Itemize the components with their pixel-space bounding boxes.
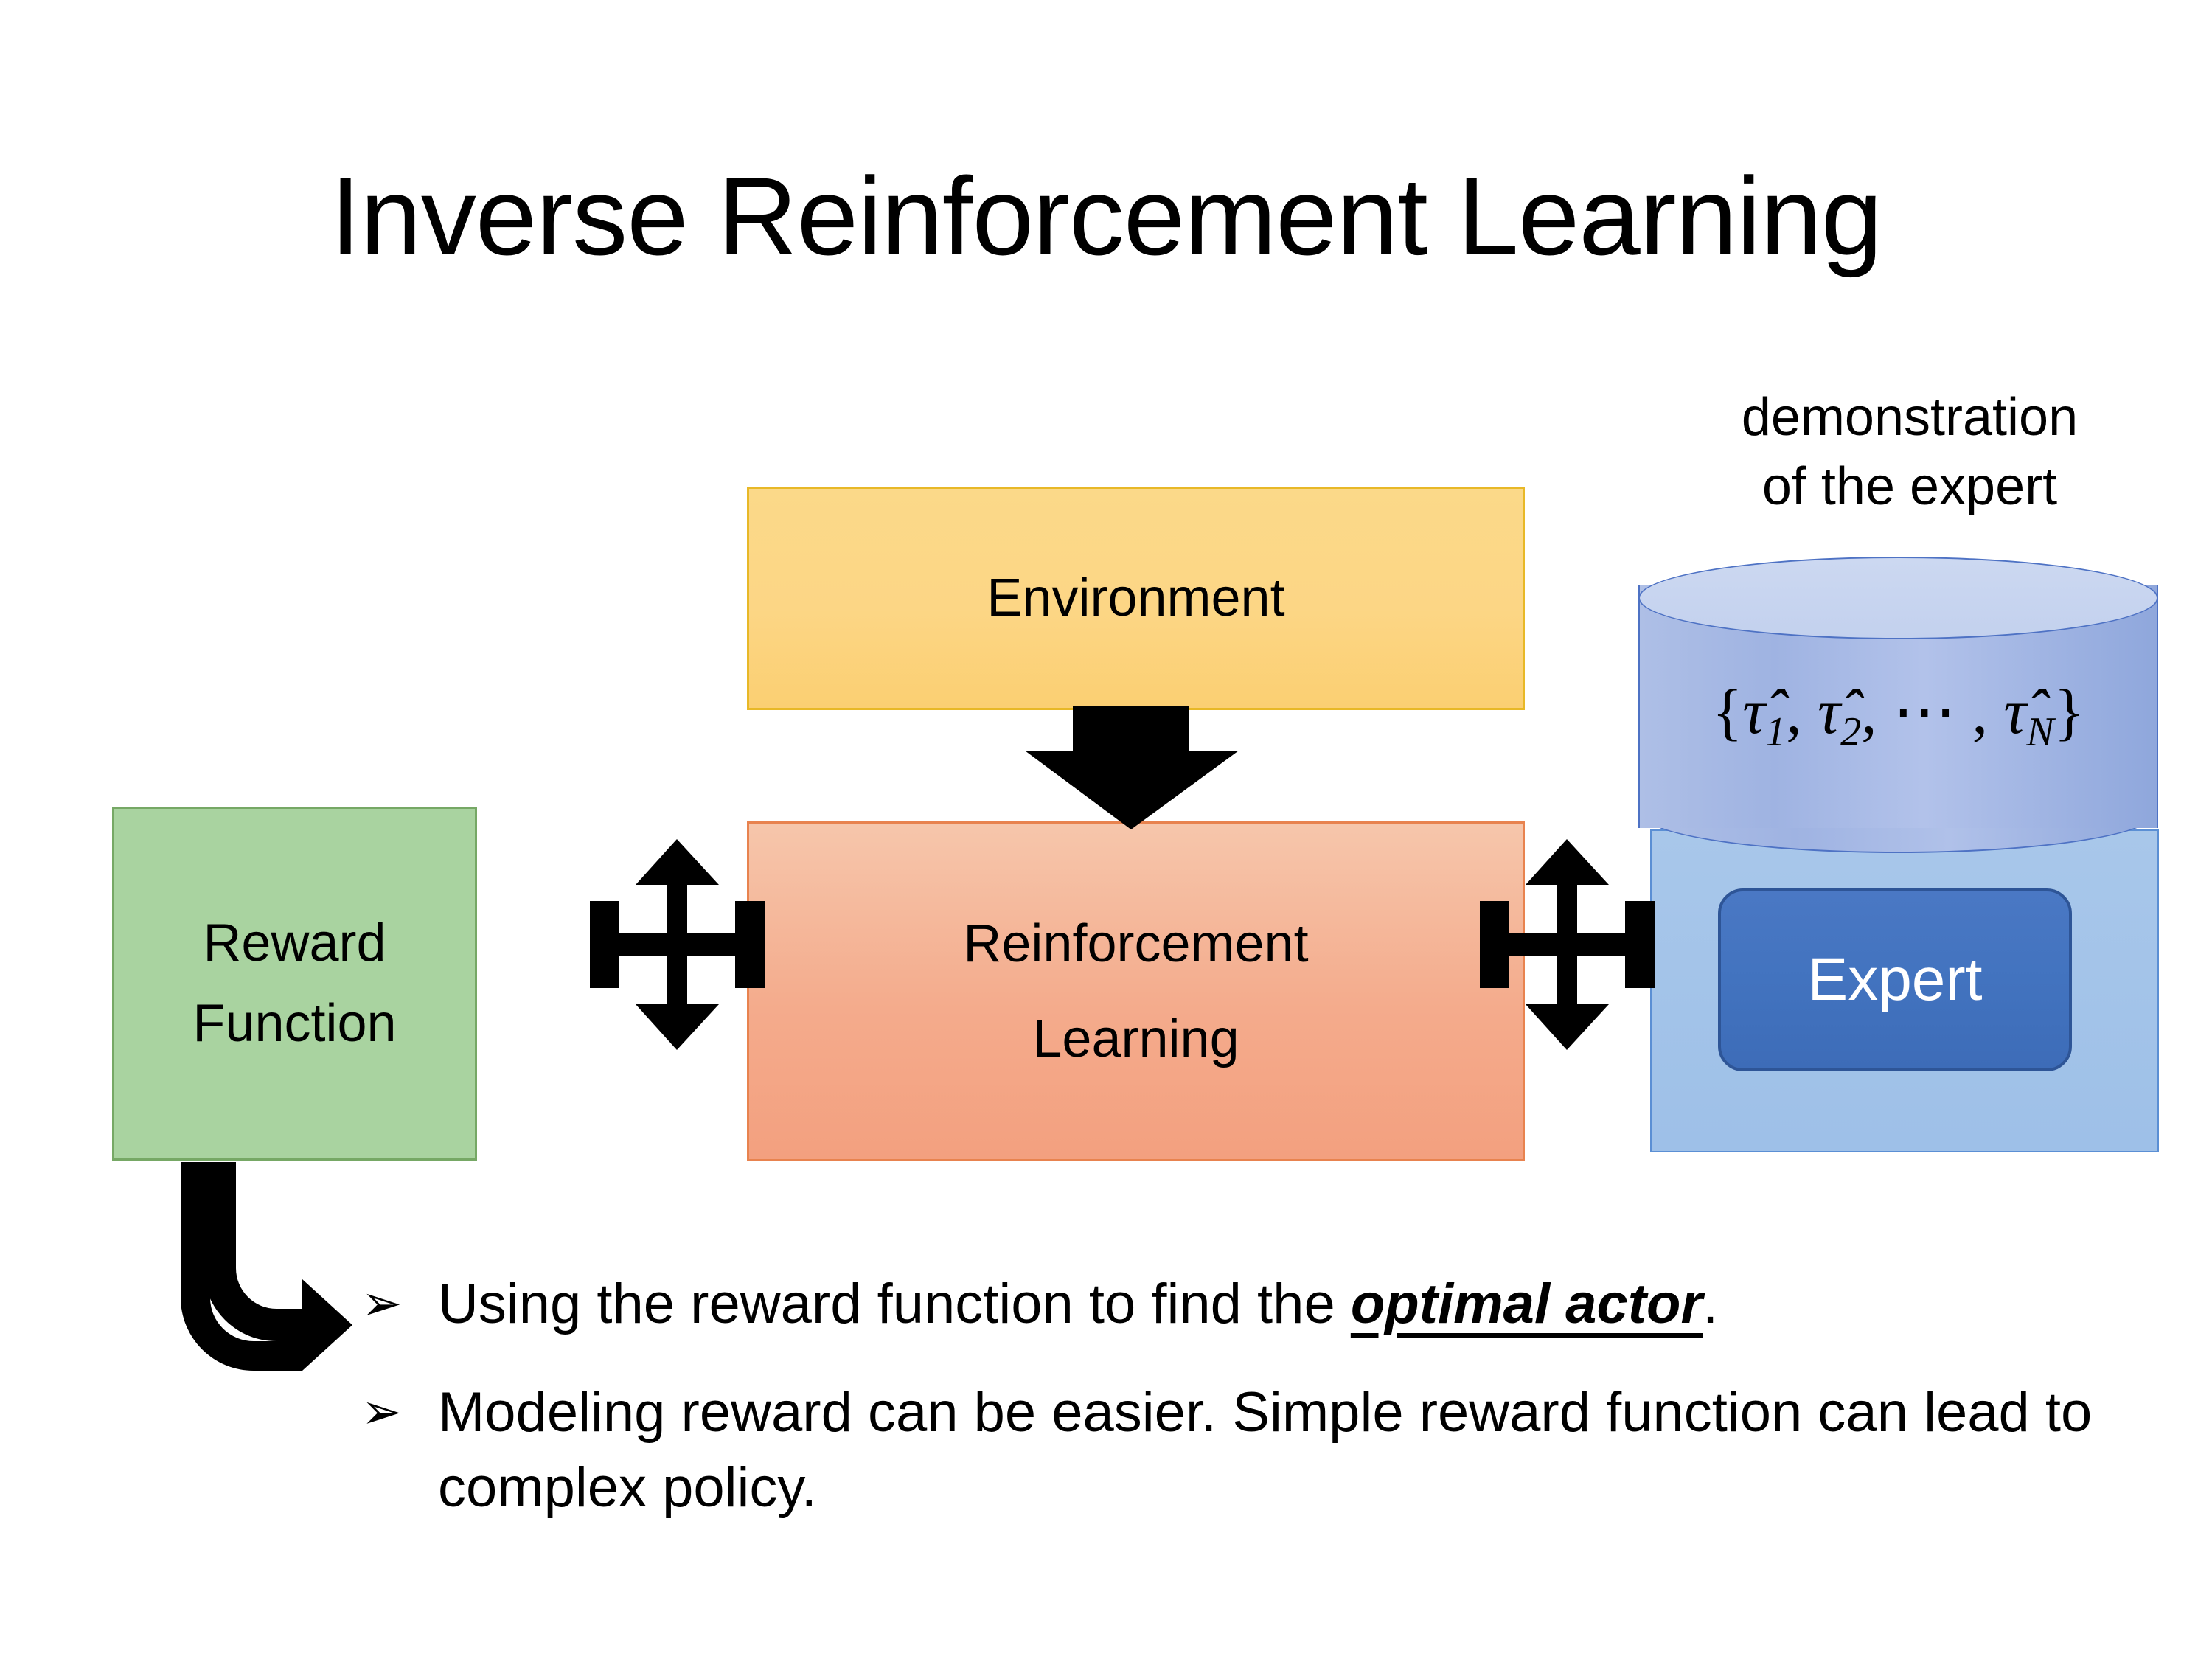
bullet-1-emphasis: optimal actor xyxy=(1350,1273,1703,1335)
env-to-rl-down-arrow xyxy=(1025,706,1239,830)
rl-label-line1: Reinforcement xyxy=(963,914,1309,973)
list-item: ➢ Using the reward function to find the … xyxy=(361,1267,2131,1343)
expert-label: Expert xyxy=(1807,946,1983,1013)
demonstration-caption-line1: demonstration xyxy=(1741,388,2079,447)
bullet-1-text-before: Using the reward function to find the xyxy=(438,1273,1351,1335)
bullet-1-text: Using the reward function to find the op… xyxy=(438,1267,2131,1343)
demonstration-caption: demonstration of the expert xyxy=(1630,383,2190,521)
reward-label-line1: Reward xyxy=(203,913,386,973)
chevron-bullet-icon: ➢ xyxy=(361,1276,403,1330)
bullet-1-text-after: . xyxy=(1703,1273,1719,1335)
reward-rl-quad-arrow xyxy=(590,839,765,1050)
reinforcement-learning-node: Reinforcement Learning xyxy=(747,821,1525,1161)
trajectory-set-formula: {τ̂1, τ̂2, ⋯ , τ̂N} xyxy=(1712,676,2084,755)
environment-node: Environment xyxy=(747,487,1525,710)
page-title: Inverse Reinforcement Learning xyxy=(330,154,1883,278)
demonstration-cylinder: {τ̂1, τ̂2, ⋯ , τ̂N} xyxy=(1638,557,2158,853)
rl-label-line2: Learning xyxy=(1032,1009,1239,1068)
chevron-bullet-icon: ➢ xyxy=(361,1383,403,1439)
bullet-list: ➢ Using the reward function to find the … xyxy=(361,1267,2131,1559)
list-item: ➢ Modeling reward can be easier. Simple … xyxy=(361,1375,2131,1526)
reward-to-bullet-elbow-arrow xyxy=(181,1162,352,1371)
demonstration-caption-line2: of the expert xyxy=(1761,456,2058,516)
reward-label-line2: Function xyxy=(192,994,397,1053)
environment-label: Environment xyxy=(987,568,1285,627)
expert-node: Expert xyxy=(1718,888,2072,1071)
reward-function-node: Reward Function xyxy=(112,807,477,1161)
cylinder-top-ellipse xyxy=(1638,557,2158,639)
bullet-2-text: Modeling reward can be easier. Simple re… xyxy=(438,1380,2093,1520)
